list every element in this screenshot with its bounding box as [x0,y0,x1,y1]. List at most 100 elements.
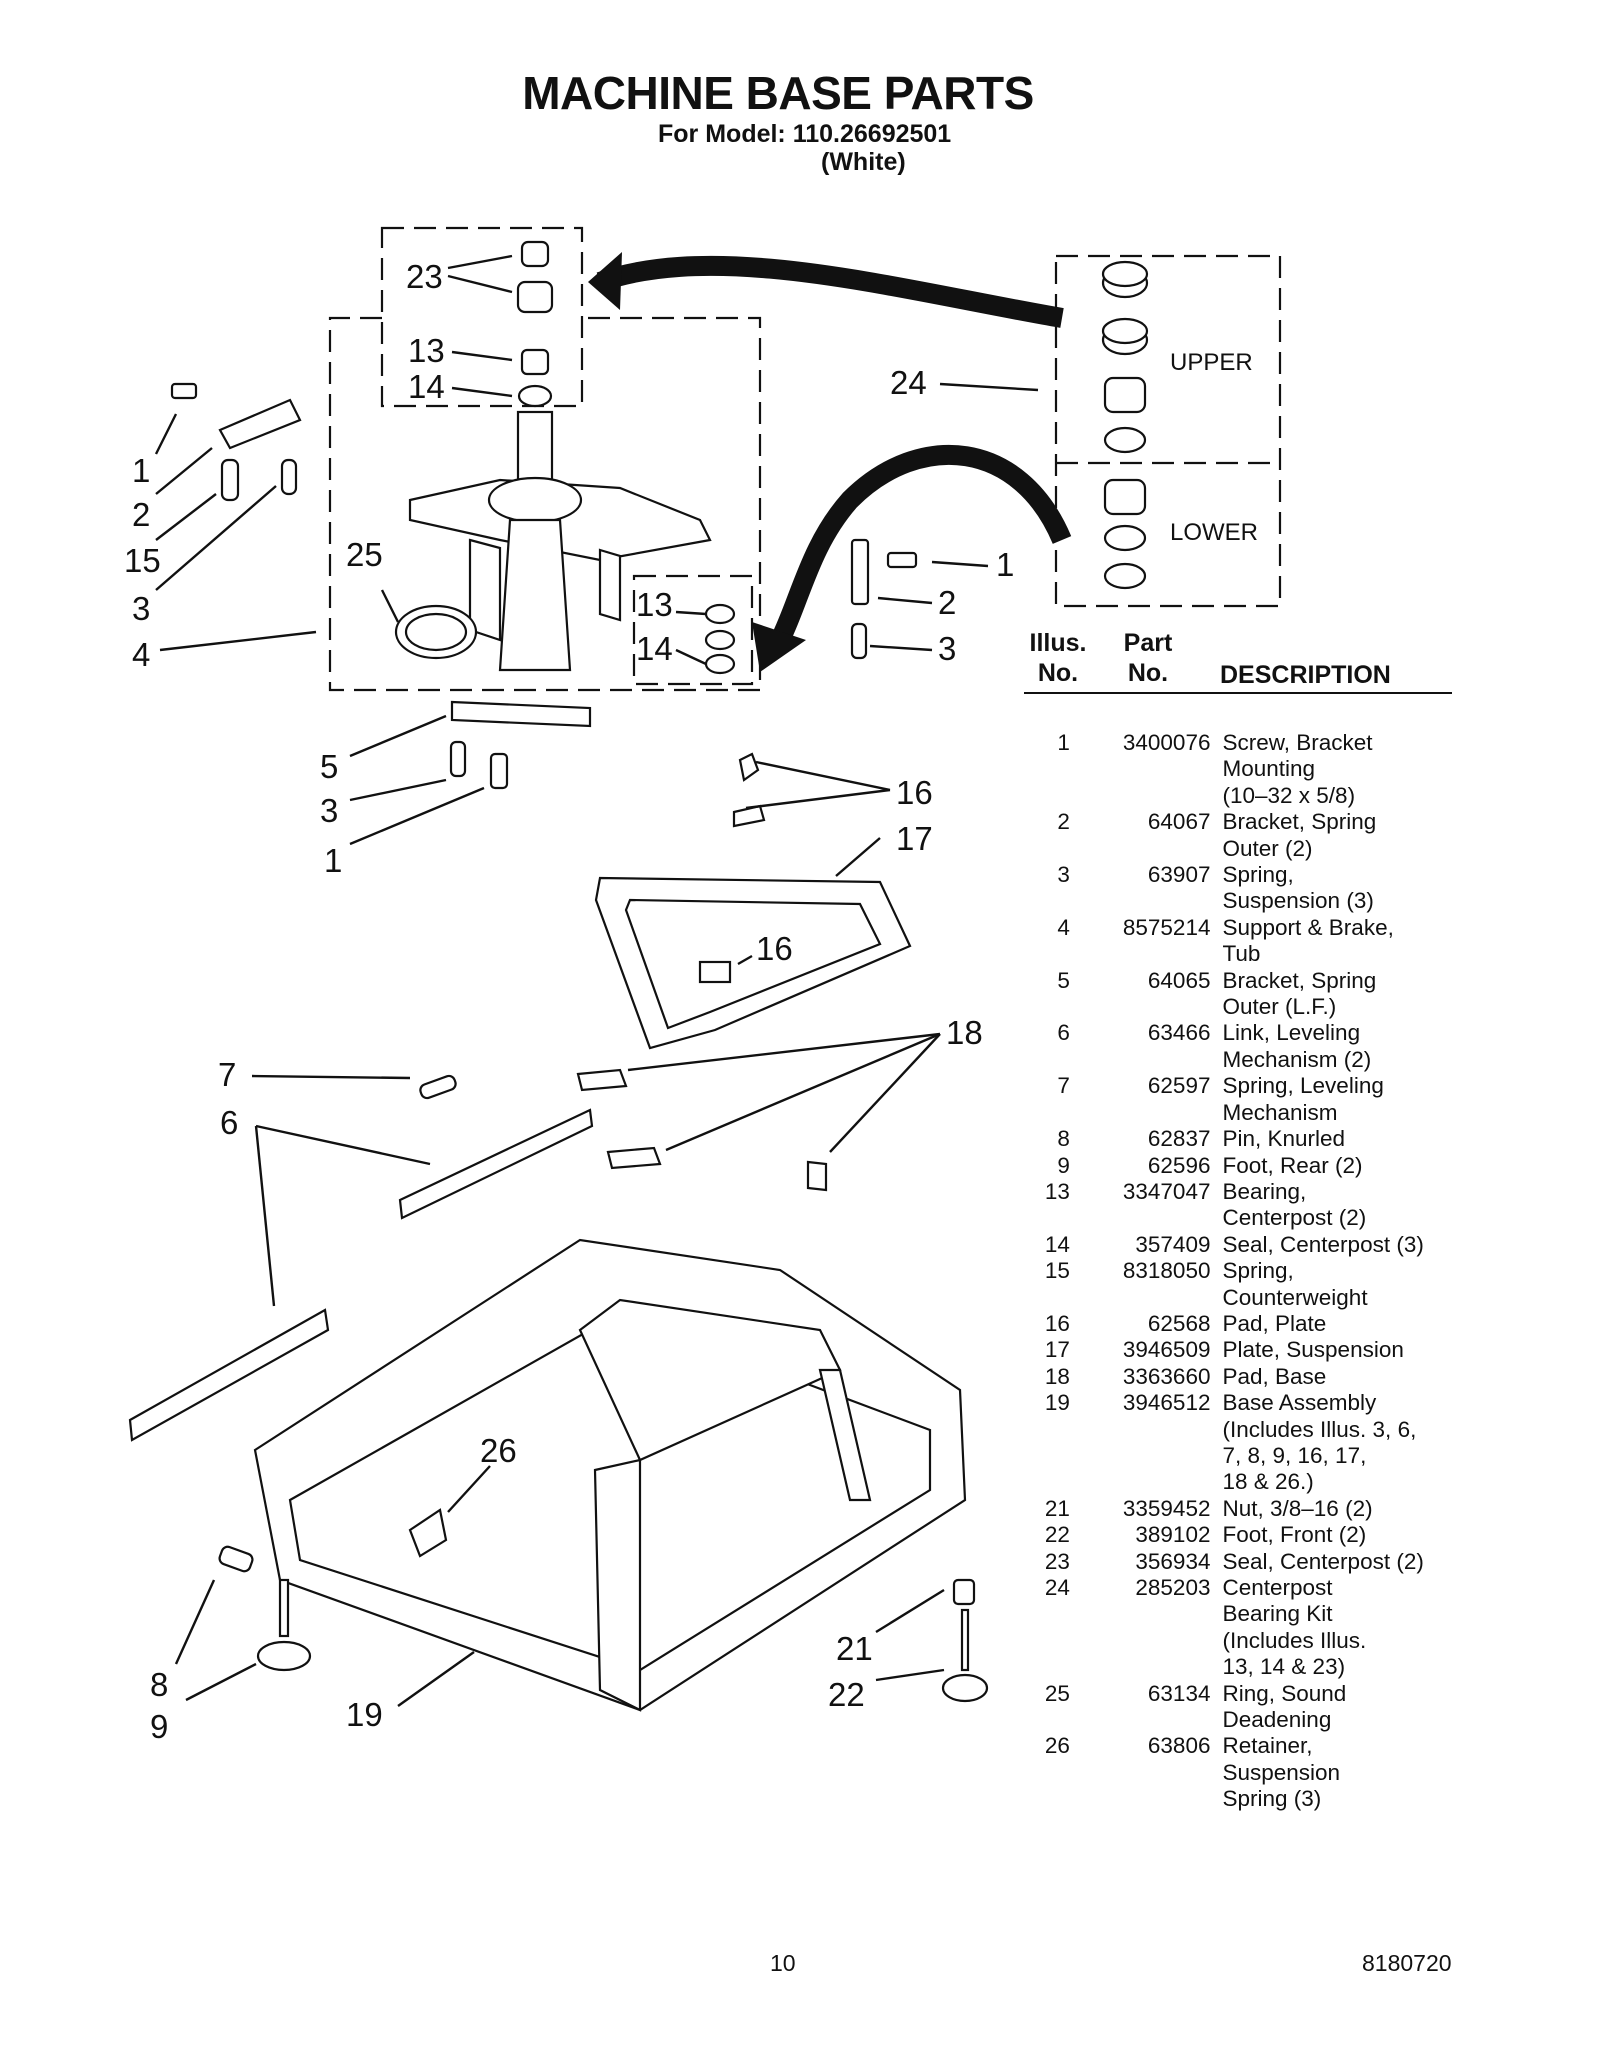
illus-no-cell: 8 [1057,1126,1070,1152]
parts-table: Illus. No. Part No. DESCRIPTION 1 3400076… [1024,628,1452,1813]
callout-5: 5 [320,748,338,785]
callout-2-right: 2 [938,584,956,621]
part-no-cell: 62597 [1147,1073,1211,1099]
leveling-parts [128,1068,828,1442]
illus-no-cell: 14 [1044,1231,1070,1257]
page-number: 10 [770,1950,796,1976]
callout-2: 2 [132,496,150,533]
illus-no-cell: 22 [1044,1522,1070,1548]
description-cell: Bracket, Spring Outer (L.F.) [1222,967,1377,1020]
part-no-cell: 63907 [1147,862,1211,888]
part-no-cell: 3400076 [1122,730,1211,755]
callout-16-plate: 16 [756,930,793,967]
description-cell: Seal, Centerpost (3) [1222,1231,1424,1257]
callout-23: 23 [406,258,443,295]
part-no-cell: 3946509 [1122,1337,1211,1363]
callout-3-mid: 3 [320,792,338,829]
lower-kit-arrow [771,444,1072,645]
header-part-no: Part No. [1123,629,1173,687]
callout-25: 25 [346,536,383,573]
callout-1-right: 1 [996,546,1014,583]
part-no-cell: 3359452 [1122,1495,1211,1521]
illus-no-cell: 6 [1057,1020,1070,1046]
table-row: 4 8575214 Support & Brake, Tub [1024,915,1452,968]
illus-no-cell: 17 [1044,1337,1070,1363]
callout-16: 16 [896,774,933,811]
description-cell: Foot, Rear (2) [1222,1152,1363,1178]
upper-kit-arrow [596,255,1064,328]
illus-no-cell: 9 [1057,1152,1070,1178]
description-cell: Link, Leveling Mechanism (2) [1222,1020,1372,1072]
part-no-cell: 3363660 [1122,1363,1211,1389]
part-no-cell: 64065 [1147,967,1211,993]
description-cell: Pin, Knurled [1222,1126,1346,1152]
part-no-cell: 357409 [1135,1231,1211,1257]
illus-no-cell: 25 [1044,1680,1070,1706]
callout-14: 14 [408,368,445,405]
illus-no-cell: 16 [1044,1310,1070,1336]
callout-17: 17 [896,820,933,857]
table-row: 17 3946509 Plate, Suspension [1024,1337,1452,1363]
description-cell: Plate, Suspension [1222,1337,1404,1363]
tub-support [394,410,712,672]
illus-no-cell: 18 [1044,1363,1070,1389]
part-no-cell: 285203 [1135,1575,1211,1600]
color-line: (White) [821,148,906,176]
plate-pad-lower [732,804,766,828]
description-cell: Spring, Leveling Mechanism [1222,1073,1384,1125]
callout-1-mid: 1 [324,842,342,879]
support-group-box [328,316,762,692]
hardware-parts [170,382,918,790]
base-assembly [253,1238,967,1712]
callout-24: 24 [890,364,927,401]
callout-15: 15 [124,542,161,579]
callout-3: 3 [132,590,150,627]
callout-18: 18 [946,1014,983,1051]
illus-no-cell: 1 [1057,730,1070,755]
description-cell: Spring, Suspension (3) [1222,862,1374,914]
part-no-cell: 8575214 [1122,914,1211,940]
part-no-cell: 3347047 [1122,1178,1211,1204]
illus-no-cell: 4 [1057,914,1070,940]
illus-no-cell: 13 [1044,1178,1070,1204]
centerpost-seals [516,240,736,675]
part-no-cell: 62837 [1147,1126,1211,1152]
part-no-cell: 62568 [1147,1310,1211,1336]
callout-9: 9 [150,1708,168,1745]
illus-no-cell: 21 [1044,1495,1070,1521]
suspension-plate-inner [624,898,882,1030]
description-cell: Pad, Plate [1222,1310,1327,1336]
plate-pad [698,960,732,984]
lower-seal-box [632,574,754,686]
description-cell: Bracket, Spring Outer (2) [1222,809,1377,861]
description-cell: Support & Brake, Tub [1222,914,1394,967]
illus-no-cell: 15 [1044,1258,1070,1284]
page-title: MACHINE BASE PARTS [522,67,1034,119]
callout-13-lower: 13 [636,586,673,623]
part-no-cell: 64067 [1147,809,1211,835]
parts-table-header: Illus. No. Part No. DESCRIPTION [1024,628,1452,694]
bearing-kit-box [1054,254,1282,608]
part-no-cell: 389102 [1135,1522,1211,1548]
part-no-cell: 63466 [1147,1020,1211,1046]
table-row: 9 62596 Foot, Rear (2) [1024,1153,1452,1179]
illus-no-cell: 26 [1044,1733,1070,1759]
callout-26: 26 [480,1432,517,1469]
description-cell: Seal, Centerpost (2) [1222,1548,1424,1574]
part-no-cell: 63134 [1147,1680,1211,1706]
callout-1: 1 [132,452,150,489]
part-no-cell: 62596 [1147,1152,1211,1178]
header-description: DESCRIPTION [1220,661,1391,689]
callout-4: 4 [132,636,150,673]
